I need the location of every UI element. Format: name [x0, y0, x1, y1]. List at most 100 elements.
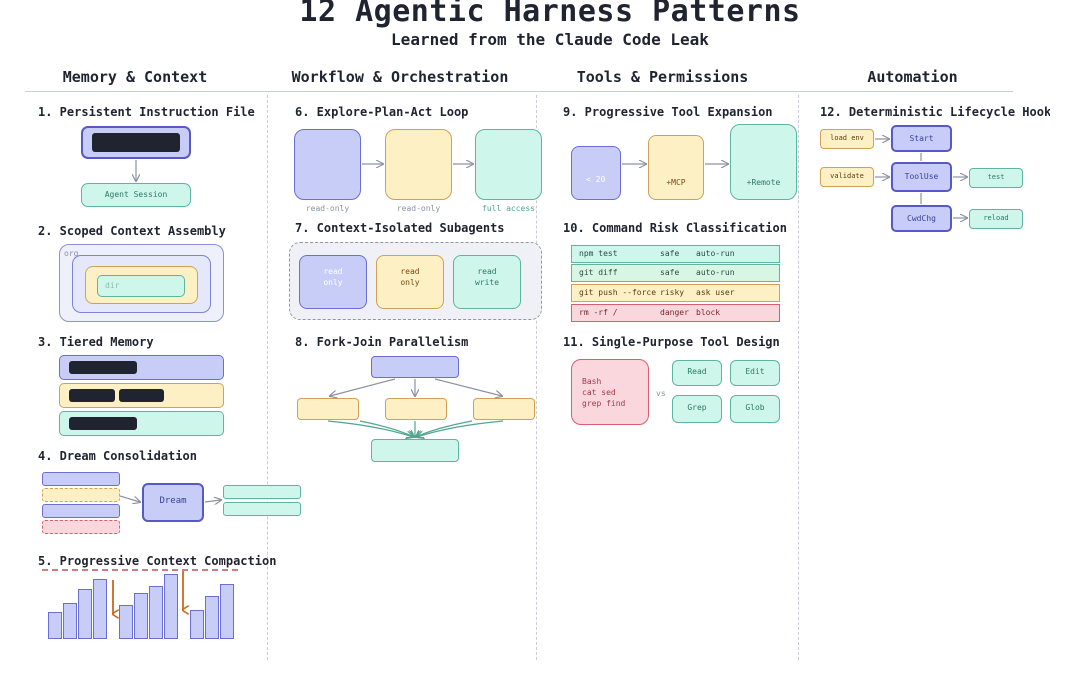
risk-row-2: git diff safe auto-run: [571, 264, 780, 282]
consolidated-memory: [223, 485, 301, 499]
risk-level: risky: [660, 288, 685, 297]
versus-label: vs: [656, 389, 666, 398]
header: 12 Agentic Harness Patterns Learned from…: [0, 0, 1080, 60]
memory-tier-2-content: [69, 389, 115, 402]
tool-edit: [730, 360, 780, 386]
pattern-title-8: 8. Fork-Join Parallelism: [295, 335, 469, 349]
subagent-1: [299, 255, 367, 309]
hook-event-cwdchg: [891, 205, 952, 232]
risk-command: npm test: [579, 249, 618, 258]
dream-box: [142, 483, 204, 522]
plan-stage: [385, 129, 452, 200]
memory-tier-2-content: [119, 389, 164, 402]
bash-tool-label: Bash cat sed grep find: [582, 377, 626, 408]
agent-session-box: [81, 183, 191, 207]
risk-action: block: [696, 308, 721, 317]
column-divider: [798, 95, 799, 660]
memory-fragment: [42, 520, 120, 534]
hook-output-test: [969, 168, 1023, 188]
instruction-file-content: [92, 133, 180, 152]
subagent-2-label: read only: [400, 267, 420, 287]
hook-input-load-env-label: load env: [830, 134, 864, 142]
pattern-title-1: 1. Persistent Instruction File: [38, 105, 255, 119]
pattern-title-9: 9. Progressive Tool Expansion: [563, 105, 773, 119]
memory-tier-3-content: [69, 417, 137, 430]
arrow-join: [327, 420, 413, 437]
pattern-title-5: 5. Progressive Context Compaction: [38, 554, 277, 568]
pattern-title-2: 2. Scoped Context Assembly: [38, 224, 226, 238]
worker-node: [297, 398, 359, 420]
pattern-title-4: 4. Dream Consolidation: [38, 449, 197, 463]
page-title: 12 Agentic Harness Patterns: [299, 0, 801, 29]
act-access-label: full access: [482, 204, 535, 213]
pattern-title-12: 12. Deterministic Lifecycle Hooks: [820, 105, 1050, 119]
column-header-automation: Automation: [867, 68, 958, 86]
dir-scope-label: dir: [105, 281, 120, 290]
tool-stage-base-label: < 20: [586, 175, 606, 184]
fork-node: [371, 356, 459, 378]
hook-event-tooluse: [891, 162, 952, 192]
pattern-title-6: 6. Explore-Plan-Act Loop: [295, 105, 469, 119]
column-divider: [267, 95, 268, 660]
arrow-join: [417, 420, 504, 437]
tool-grep-label: Grep: [687, 403, 707, 412]
hook-output-reload: [969, 209, 1023, 229]
tool-stage-mcp: [648, 135, 704, 200]
hook-event-tooluse-label: ToolUse: [904, 172, 939, 181]
column-header-tools: Tools & Permissions: [576, 68, 749, 86]
pattern-title-7: 7. Context-Isolated Subagents: [295, 221, 505, 235]
hook-input-validate-label: validate: [830, 172, 864, 180]
pattern-title-3: 3. Tiered Memory: [38, 335, 154, 349]
risk-action: auto-run: [696, 249, 735, 258]
consolidated-memory: [223, 502, 301, 516]
plan-access-label: read-only: [396, 204, 441, 213]
compaction-bar: [93, 579, 107, 639]
arrow-to-dream: [119, 495, 140, 502]
compaction-bar: [190, 610, 204, 639]
arrow-fork: [434, 378, 502, 396]
memory-fragment: [42, 488, 120, 502]
dir-scope-box: [97, 275, 185, 297]
explore-access-label: read-only: [305, 204, 350, 213]
compaction-bar: [149, 586, 163, 639]
tool-glob-label: Glob: [745, 403, 765, 412]
memory-fragment: [42, 472, 120, 486]
risk-row-4: rm -rf / danger block: [571, 304, 780, 322]
risk-action: auto-run: [696, 268, 735, 277]
risk-level: safe: [660, 249, 680, 258]
explore-stage: [294, 129, 361, 200]
pattern-title-11: 11. Single-Purpose Tool Design: [563, 335, 780, 349]
hook-output-reload-label: reload: [983, 214, 1009, 222]
worker-node: [473, 398, 535, 420]
subagent-1-label: read only: [323, 267, 343, 287]
arrow-join: [416, 420, 473, 437]
tool-stage-base: [571, 146, 621, 200]
column-header-workflow: Workflow & Orchestration: [291, 68, 509, 86]
tool-stage-remote-label: +Remote: [746, 178, 781, 187]
arrow-join: [359, 420, 414, 437]
compaction-bar: [48, 612, 62, 639]
tool-glob: [730, 395, 780, 423]
memory-tier-1: [59, 355, 224, 380]
pattern-title-10: 10. Command Risk Classification: [563, 221, 787, 235]
hook-input-load-env: [820, 129, 874, 149]
act-stage: [475, 129, 542, 200]
bash-tool-box: [571, 359, 649, 425]
column-divider: [536, 95, 537, 660]
compaction-bar: [63, 603, 77, 639]
org-scope-label: org: [64, 249, 79, 258]
compaction-bar: [164, 574, 178, 639]
hook-input-validate: [820, 167, 874, 187]
subagent-3: [453, 255, 521, 309]
compaction-bar: [220, 584, 234, 639]
subagent-2: [376, 255, 444, 309]
tool-grep: [672, 395, 722, 423]
hook-output-test-label: test: [987, 173, 1005, 181]
compaction-bar: [205, 596, 219, 639]
compaction-bar: [78, 589, 92, 639]
memory-tier-1-content: [69, 361, 137, 374]
hook-event-cwdchg-label: CwdChg: [907, 214, 936, 223]
hook-event-start: [891, 125, 952, 152]
column-header-memory: Memory & Context: [62, 68, 208, 86]
